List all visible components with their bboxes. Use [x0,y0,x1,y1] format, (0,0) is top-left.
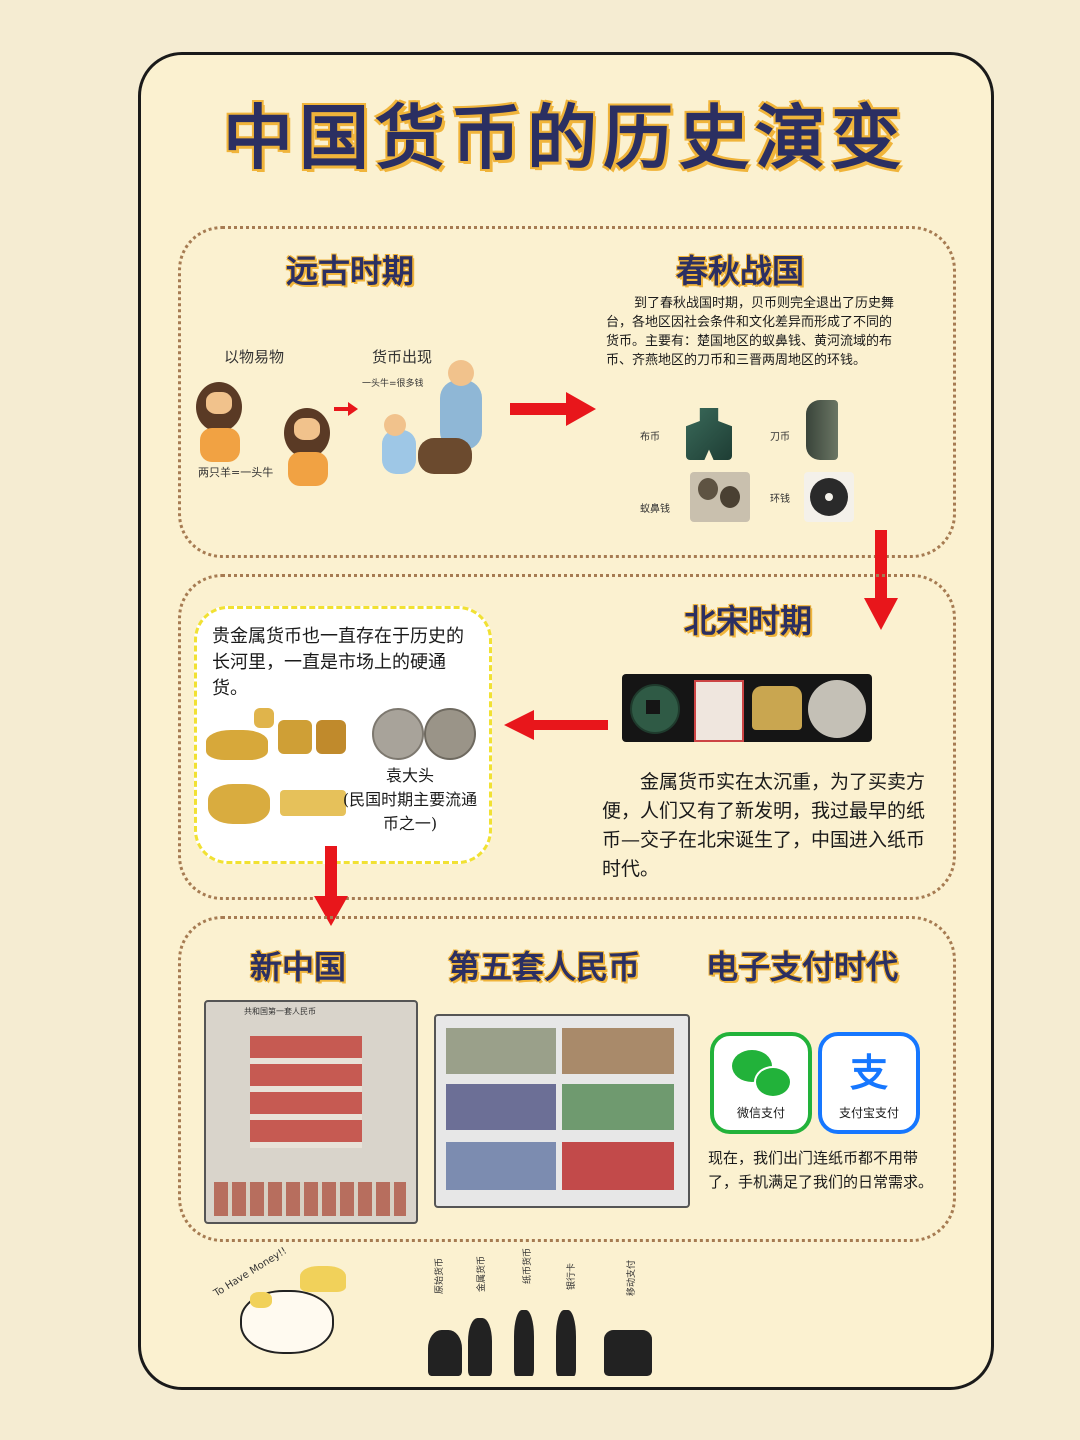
alipay-label: 支付宝支付 [838,1106,899,1120]
digital-payment-paragraph: 现在，我们出门连纸币都不用带了，手机满足了我们的日常需求。 [708,1149,934,1191]
red-arrow-icon [510,392,596,426]
currency-caption: 一头牛=很多钱 [362,379,424,389]
section-northern-song [178,574,956,900]
heading-northern-song: 北宋时期 [684,602,813,640]
museum-caption: 共和国第一套人民币 [244,1007,316,1016]
northern-song-paragraph: 金属货币实在太沉重，为了买卖方便，人们又有了新发明，我过最早的纸币—交子在北宋诞… [602,771,926,880]
yuan-datou-caption: 袁大头 (民国时期主要流通币之一) [342,766,478,833]
currency-label: 货币出现 [372,348,433,366]
song-currency-photo [622,674,872,742]
evolution-label-mobile: 移动支付 [627,1259,637,1296]
first-series-rmb-photo: 共和国第一套人民币 [204,1000,418,1224]
warring-states-paragraph: 到了春秋战国时期，贝币则完全退出了历史舞台，各地区因社会条件和文化差异而形成了不… [606,296,895,368]
red-arrow-icon [504,710,608,740]
red-arrow-icon [314,846,348,926]
huanqian-photo [804,472,854,522]
alipay-icon: 支 支付宝支付 [818,1032,920,1134]
poster-title: 中国货币的历史演变 [223,96,907,179]
red-arrow-icon [334,402,358,416]
wechat-pay-icon: 微信支付 [710,1032,812,1134]
yibiqian-label: 蚁鼻钱 [640,504,670,515]
alipay-glyph: 支 [849,1051,888,1095]
red-arrow-icon [864,530,898,630]
yibiqian-photo [690,472,750,522]
precious-metal-text: 贵金属货币也一直存在于历史的长河里，一直是市场上的硬通货。 [212,626,464,699]
heading-digital-payment: 电子支付时代 [706,948,899,986]
huanqian-label: 环钱 [770,494,790,505]
bubi-label: 布币 [640,432,660,443]
evolution-label-primitive: 原始货币 [435,1257,445,1294]
wechat-pay-label: 微信支付 [736,1106,785,1120]
daobi-label: 刀币 [770,432,790,443]
heading-fifth-series: 第五套人民币 [448,948,641,986]
evolution-label-bankcard: 银行卡 [567,1262,577,1290]
barter-caption: 两只羊=一头牛 [198,466,274,479]
section-ancient-warring [178,226,956,558]
heading-ancient: 远古时期 [286,252,415,290]
barter-label: 以物易物 [224,348,285,366]
evolution-label-paper: 纸币货币 [523,1247,533,1284]
heading-warring-states: 春秋战国 [676,252,805,290]
heading-new-china: 新中国 [250,948,347,986]
section-modern [178,916,956,1242]
fifth-series-rmb-photo [434,1014,690,1208]
daobi-photo [806,400,838,460]
evolution-label-metal: 金属货币 [477,1255,487,1292]
